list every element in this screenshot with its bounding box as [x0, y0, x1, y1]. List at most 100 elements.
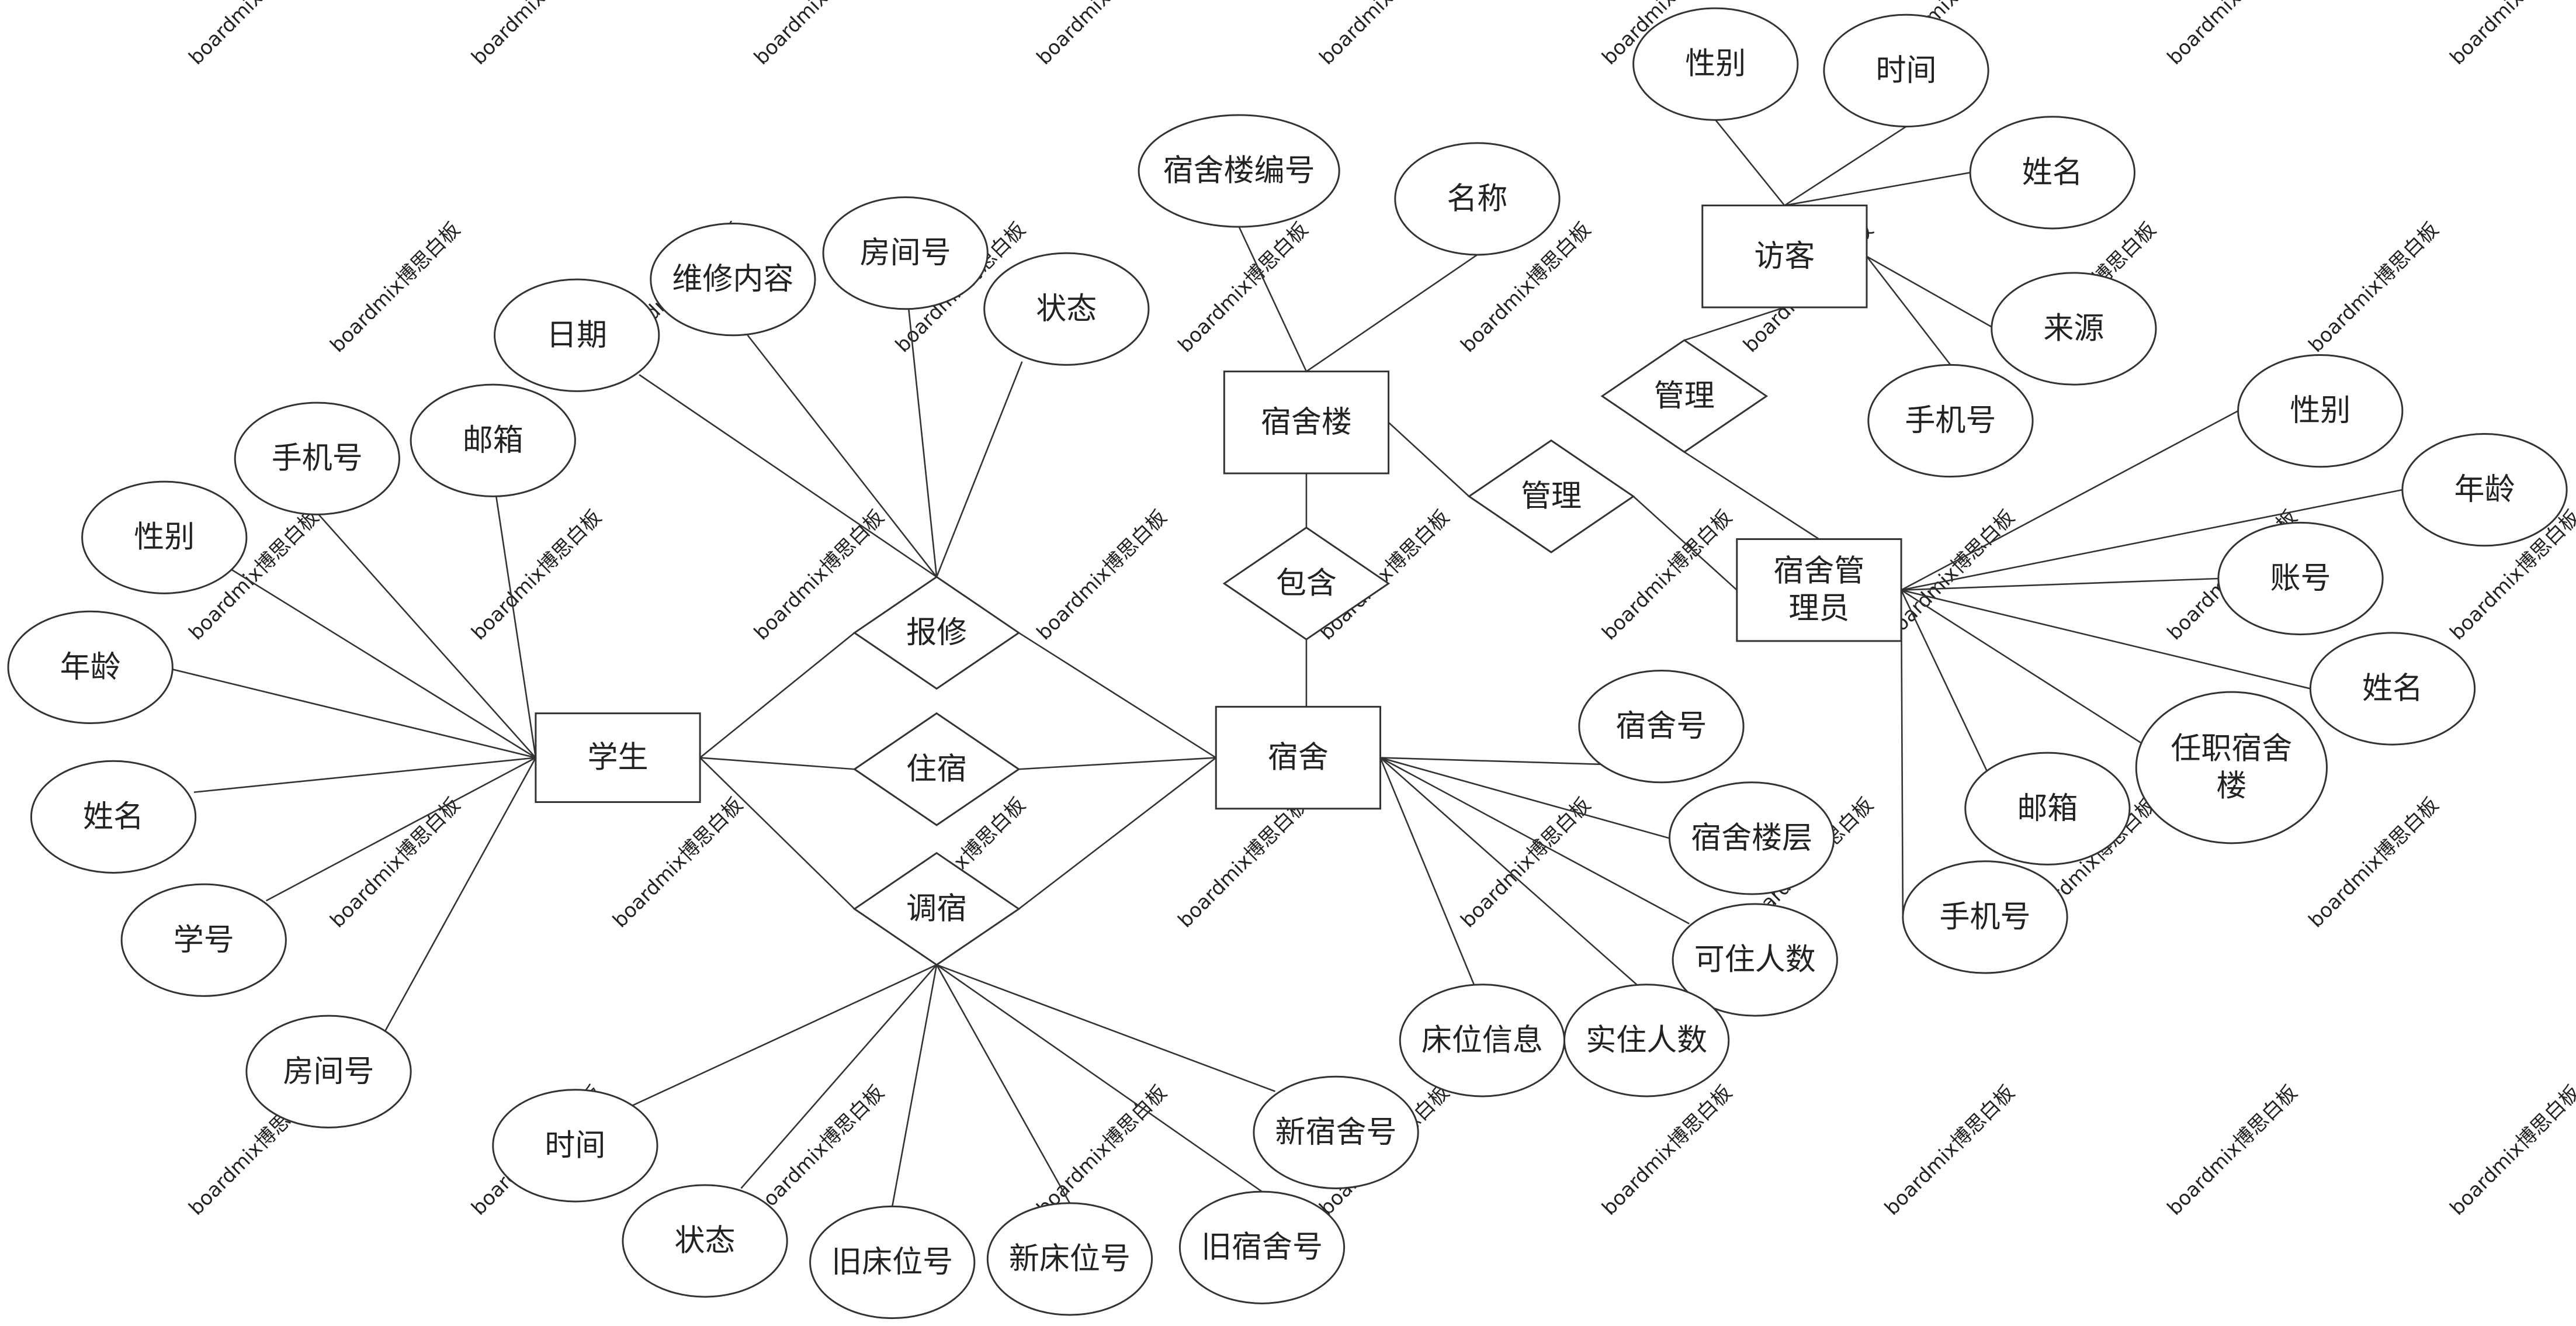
attribute-ellipse — [120, 883, 287, 997]
connector-line — [1018, 632, 1216, 759]
attr-visitor-source: 来源 — [1991, 272, 2157, 386]
connector-line — [1379, 757, 1690, 925]
node-label: 邮箱 — [463, 423, 523, 458]
attribute-ellipse — [1178, 1190, 1346, 1304]
entity-box — [1223, 371, 1390, 475]
attribute-ellipse — [494, 278, 660, 392]
connector-line — [1901, 410, 2239, 591]
attr-student-age: 年龄 — [7, 610, 174, 724]
node-label: 状态 — [1036, 292, 1097, 327]
attribute-ellipse — [492, 1089, 658, 1203]
attribute-ellipse — [30, 760, 197, 874]
entity-box — [1215, 705, 1381, 810]
watermark-text: boardmix博思白板 — [1032, 506, 1171, 645]
watermark-text: boardmix博思白板 — [1174, 218, 1313, 357]
attribute-ellipse — [1578, 670, 1745, 784]
watermark-text: boardmix博思白板 — [325, 218, 464, 357]
node-label: 理员 — [1788, 591, 1849, 626]
relationship-diamond — [852, 712, 1021, 826]
connector-line — [936, 964, 1263, 1193]
node-label: 性别 — [2290, 393, 2350, 428]
relationship-diamond — [1600, 339, 1769, 453]
attribute-ellipse — [1138, 114, 1340, 228]
relationship-manage-visitor: 管理 — [1600, 339, 1769, 453]
entity-box — [535, 712, 701, 803]
node-label: 楼 — [2216, 768, 2246, 804]
connector-line — [1379, 757, 1638, 985]
attr-transfer-time: 时间 — [492, 1089, 658, 1203]
connector-line — [936, 964, 1275, 1092]
entity-dorm-building: 宿舍楼 — [1223, 371, 1390, 475]
attr-building-number: 宿舍楼编号 — [1138, 114, 1340, 228]
node-label: 性别 — [1685, 47, 1746, 82]
attr-manager-phone: 手机号 — [1902, 860, 2068, 974]
attribute-ellipse — [1964, 752, 2131, 865]
node-label: 学生 — [587, 740, 648, 775]
node-label: 宿舍管 — [1773, 554, 1864, 589]
relationship-live: 住宿 — [852, 712, 1021, 826]
entity-box — [1701, 205, 1868, 309]
connector-line — [1018, 757, 1216, 770]
connector-line — [230, 568, 536, 759]
connector-line — [700, 757, 855, 770]
node-label: 宿舍楼 — [1261, 405, 1352, 440]
connector-line — [1715, 119, 1785, 206]
connector-line — [935, 361, 1023, 577]
shape-layer: 学生宿舍宿舍楼宿舍管理员访客报修住宿调宿包含管理管理手机号邮箱性别年龄姓名学号房… — [7, 7, 2568, 1320]
node-label: 宿舍号 — [1615, 709, 1707, 744]
attribute-ellipse — [1902, 860, 2068, 974]
attribute-ellipse — [1991, 272, 2157, 386]
connector-line — [492, 475, 537, 758]
attr-manager-name: 姓名 — [2309, 632, 2476, 746]
connector-line — [908, 309, 938, 577]
node-label: 新床位号 — [1009, 1241, 1131, 1276]
entity-dorm: 宿舍 — [1215, 705, 1381, 810]
node-label: 宿舍楼层 — [1691, 820, 1812, 856]
entity-visitor: 访客 — [1701, 205, 1868, 309]
node-label: 时间 — [1875, 53, 1936, 88]
watermark-text: boardmix博思白板 — [1032, 1081, 1171, 1220]
entity-student: 学生 — [535, 712, 701, 803]
node-label: 账号 — [2270, 561, 2331, 596]
watermark-text: boardmix博思白板 — [2304, 793, 2443, 932]
attr-dorm-occupancy: 实住人数 — [1563, 984, 1730, 1098]
attribute-ellipse — [622, 1184, 788, 1298]
node-label: 时间 — [545, 1128, 605, 1163]
connector-line — [316, 512, 536, 759]
relationship-diamond — [852, 576, 1021, 690]
watermark-text: boardmix博思白板 — [1032, 0, 1171, 70]
attr-visitor-phone: 手机号 — [1867, 363, 2034, 478]
attribute-ellipse — [986, 1202, 1153, 1316]
node-label: 报修 — [906, 615, 967, 650]
attribute-ellipse — [2401, 433, 2568, 547]
attribute-ellipse — [650, 223, 816, 337]
node-label: 姓名 — [2362, 671, 2423, 706]
connector-line — [630, 964, 937, 1107]
attribute-ellipse — [2135, 691, 2328, 844]
connector-line — [193, 757, 536, 793]
attribute-ellipse — [410, 383, 576, 497]
attr-visitor-name: 姓名 — [1969, 116, 2135, 230]
relationship-diamond — [852, 851, 1021, 966]
node-label: 性别 — [134, 520, 195, 555]
node-label: 邮箱 — [2017, 791, 2078, 826]
node-label: 名称 — [1447, 181, 1507, 216]
connector-line — [1238, 226, 1308, 372]
attribute-ellipse — [1969, 116, 2135, 230]
node-label: 手机号 — [272, 441, 363, 476]
node-label: 宿舍楼编号 — [1163, 154, 1315, 189]
connector-line — [699, 632, 855, 759]
attr-transfer-status: 状态 — [622, 1184, 788, 1298]
attr-transfer-new-bed: 新床位号 — [986, 1202, 1153, 1316]
node-label: 旧床位号 — [831, 1245, 953, 1280]
watermark-text: boardmix博思白板 — [2163, 1081, 2302, 1220]
node-label: 房间号 — [283, 1054, 374, 1089]
watermark-text: boardmix博思白板 — [2446, 0, 2576, 70]
attr-visitor-time: 时间 — [1823, 13, 1989, 128]
watermark-text: boardmix博思白板 — [608, 793, 747, 932]
node-label: 来源 — [2043, 311, 2104, 347]
connector-line — [1901, 589, 2311, 690]
